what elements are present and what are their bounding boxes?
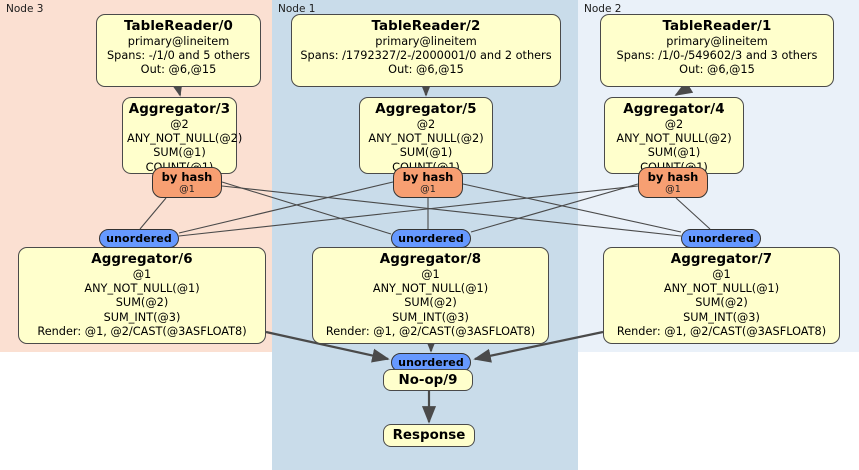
hash-router-label: by hash bbox=[161, 170, 213, 184]
processor-title: Aggregator/4 bbox=[623, 102, 725, 117]
processor-detail-line: SUM(@1) bbox=[647, 146, 701, 160]
node-label: No-op/9 bbox=[398, 372, 458, 388]
processor-detail-line: SUM(@1) bbox=[153, 146, 206, 160]
processor-aggregator-3[interactable]: Aggregator/3@2ANY_NOT_NULL(@2)SUM(@1)COU… bbox=[122, 97, 243, 174]
synchronizer-unordered-center[interactable]: unordered bbox=[391, 229, 471, 248]
panel-label-node-3: Node 3 bbox=[6, 3, 44, 15]
processor-detail-line: primary@lineitem bbox=[666, 35, 768, 48]
processor-detail-line: ANY_NOT_NULL(@1) bbox=[663, 282, 780, 296]
synchronizer-unordered-right[interactable]: unordered bbox=[681, 229, 761, 248]
processor-detail-line: primary@lineitem bbox=[127, 35, 230, 48]
processor-detail-line: @2 bbox=[664, 118, 684, 131]
node-label: Response bbox=[392, 428, 466, 443]
processor-detail-line: SUM(@2) bbox=[404, 296, 457, 310]
hash-router-label: by hash bbox=[402, 170, 454, 184]
synchronizer-label: unordered bbox=[398, 232, 464, 245]
processor-detail-line: Render: @1, @2/CAST(@3ASFLOAT8) bbox=[616, 324, 827, 338]
processor-detail-line: Spans: /1792327/2-/2000001/0 and 2 other… bbox=[300, 49, 552, 63]
processor-title: Aggregator/7 bbox=[670, 252, 773, 267]
synchronizer-label: unordered bbox=[688, 232, 754, 245]
processor-title: Aggregator/8 bbox=[379, 252, 482, 267]
processor-detail-line: ANY_NOT_NULL(@2) bbox=[368, 132, 484, 146]
processor-detail-line: ANY_NOT_NULL(@2) bbox=[616, 132, 732, 146]
hash-router-by-hash-3[interactable]: by hash@1 bbox=[152, 167, 222, 198]
node-response[interactable]: Response bbox=[383, 424, 475, 447]
processor-detail-line: @1 bbox=[712, 268, 731, 281]
panel-label-node-2: Node 2 bbox=[584, 3, 622, 15]
processor-detail-line: SUM(@2) bbox=[695, 296, 748, 310]
processor-title: TableReader/0 bbox=[124, 19, 233, 34]
processor-detail-line: SUM(@1) bbox=[399, 146, 453, 160]
processor-title: TableReader/1 bbox=[662, 19, 772, 34]
processor-detail-line: Spans: -/1/0 and 5 others bbox=[107, 49, 250, 63]
processor-detail-line: ANY_NOT_NULL(@1) bbox=[372, 282, 489, 296]
processor-aggregator-4[interactable]: Aggregator/4@2ANY_NOT_NULL(@2)SUM(@1)COU… bbox=[604, 97, 744, 174]
processor-detail-line: @1 bbox=[132, 268, 152, 281]
hash-router-by-hash-4[interactable]: by hash@1 bbox=[638, 167, 708, 198]
synchronizer-label: unordered bbox=[398, 356, 464, 369]
synchronizer-unordered-left[interactable]: unordered bbox=[99, 229, 179, 248]
processor-title: Aggregator/3 bbox=[128, 102, 231, 117]
processor-detail-line: ANY_NOT_NULL(@1) bbox=[84, 282, 200, 296]
processor-detail-line: @2 bbox=[170, 118, 189, 131]
processor-detail-line: SUM_INT(@3) bbox=[683, 310, 760, 324]
processor-detail-line: ANY_NOT_NULL(@2) bbox=[127, 132, 243, 146]
processor-detail-line: Out: @6,@15 bbox=[140, 63, 217, 77]
processor-detail-line: Out: @6,@15 bbox=[679, 63, 755, 77]
processor-detail-line: SUM(@2) bbox=[115, 296, 169, 310]
processor-detail-line: @1 bbox=[421, 268, 440, 281]
processor-detail-line: SUM_INT(@3) bbox=[103, 310, 181, 324]
hash-router-label: by hash bbox=[647, 170, 699, 184]
synchronizer-label: unordered bbox=[106, 232, 172, 245]
processor-detail-line: Render: @1, @2/CAST(@3ASFLOAT8) bbox=[325, 324, 536, 338]
processor-title: Aggregator/5 bbox=[375, 102, 477, 117]
processor-detail-line: SUM_INT(@3) bbox=[392, 310, 469, 324]
processor-title: TableReader/2 bbox=[371, 19, 481, 34]
processor-title: Aggregator/6 bbox=[91, 252, 193, 267]
processor-detail-line: primary@lineitem bbox=[375, 35, 477, 48]
panel-label-node-1: Node 1 bbox=[278, 3, 316, 15]
hash-router-column: @1 bbox=[420, 184, 436, 195]
processor-detail-line: Out: @6,@15 bbox=[388, 63, 464, 77]
processor-detail-line: Spans: /1/0-/549602/3 and 3 others bbox=[616, 49, 818, 63]
processor-detail-line: @2 bbox=[416, 118, 436, 131]
hash-router-column: @1 bbox=[665, 184, 681, 195]
node-no-op-9[interactable]: No-op/9 bbox=[383, 369, 473, 391]
processor-detail-line: Render: @1, @2/CAST(@3ASFLOAT8) bbox=[37, 324, 247, 338]
hash-router-by-hash-5[interactable]: by hash@1 bbox=[393, 167, 463, 198]
hash-router-column: @1 bbox=[179, 184, 195, 195]
processor-aggregator-5[interactable]: Aggregator/5@2ANY_NOT_NULL(@2)SUM(@1)COU… bbox=[359, 97, 493, 174]
